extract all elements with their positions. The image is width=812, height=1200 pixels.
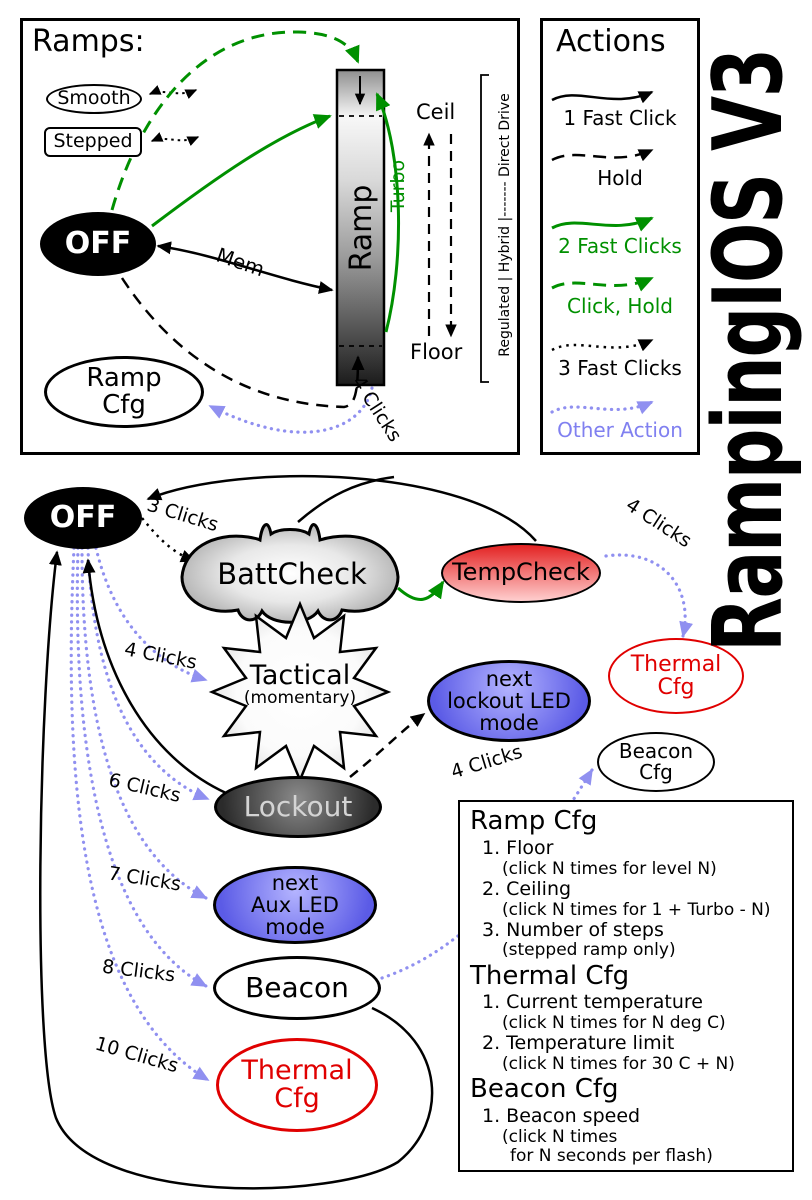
cfg-beacon-item1: 1. Beacon speed [482,1105,641,1128]
cfg-thermal-title: Thermal Cfg [470,960,630,991]
starburst-shape [208,600,392,784]
legend-label-other-action: Other Action [557,418,683,442]
cfg-ramp-title: Ramp Cfg [470,806,598,836]
turbo-label: Turbo [387,159,409,213]
thermal-cfg-node-right: Thermal Cfg [608,638,744,714]
ceil-label: Ceil [416,100,456,124]
cfg-thermal-item1-sub: (click N times for N deg C) [502,1013,726,1034]
cfg-ramp-item1-sub: (click N times for level N) [502,858,717,879]
app-title-text: RampingIOS V3 [694,49,804,652]
arrow-battcheck-to-tempcheck [396,580,445,601]
floor-label: Floor [410,340,463,364]
arrow-lockout-to-next-lockout-led [349,713,426,778]
legend-arrow-hold [551,148,654,162]
arrow-battcheck-to-off-branch [297,475,395,523]
cfg-ramp-item2: 2. Ceiling [482,877,572,900]
beacon-cfg-line2: Cfg [639,760,673,784]
cfg-beacon-title: Beacon Cfg [470,1074,619,1105]
drive-axis-label: Regulated | Hybrid |------- Direct Drive [497,93,513,357]
ramps-title: Ramps: [32,24,145,59]
ramp-cfg-line2: Cfg [102,390,146,420]
next-lockout-line2: lockout LED [447,688,571,713]
legend-label-1-fast-click: 1 Fast Click [563,106,677,130]
legend-label-2-fast-clicks: 2 Fast Clicks [558,234,682,258]
tempcheck-label: TempCheck [452,558,590,587]
arrow-4clicks-ramp-to-rampcfg [208,386,374,434]
arrow-turbo-curve [375,92,401,333]
legend-arrow-other-action [550,400,654,415]
arrow-7clicks-off-to-aux-led [80,546,208,900]
next-aux-line1: next [271,870,319,895]
next-lockout-line3: mode [479,711,539,736]
arrow-2fast-off-to-ramp [151,114,332,228]
arrow-4clicks-off-to-tactical [94,546,208,683]
arrow-tempcheck-to-off [146,474,537,542]
cfg-beacon-item1-sub2: for N seconds per flash) [510,1145,713,1166]
arrow-lockout-to-off [82,558,227,795]
arrow-8clicks-off-to-beacon [75,546,208,988]
actions-title: Actions [556,24,666,59]
tactical-label: Tactical (momentary) [222,660,378,709]
legend-arrow-3-fast-clicks [551,338,654,352]
ramp-bar [335,68,386,387]
cfg-ramp-item2-sub: (click N times for 1 + Turbo - N) [502,899,771,920]
thermal-cfg-right-line1: Thermal [630,651,722,677]
arrow-10clicks-off-to-thermalcfg [69,546,210,1082]
ramp-bar-label: Ramp [344,185,379,272]
config-reference-box: Ramp Cfg 1. Floor (click N times for lev… [458,800,794,1172]
off-label-top: OFF [64,226,132,262]
cfg-beacon-item1-sub1: (click N times [502,1126,618,1147]
next-lockout-line1: next [485,666,533,691]
beacon-label: Beacon [245,971,349,1005]
stepped-label: Stepped [53,130,133,153]
legend-arrow-1-fast-click [551,90,654,104]
thermal-cfg-node-bottom: Thermal Cfg [216,1038,378,1132]
next-aux-line2: Aux LED [251,892,339,917]
arrow-mem-off-ramp [156,241,334,294]
arrow-return-loop-to-off [39,550,434,1190]
thermal-cfg-right-line2: Cfg [657,675,695,700]
arrow-4clicks-tempcheck-to-thermalcfg [604,553,693,638]
cfg-ramp-item3: 3. Number of steps [482,918,664,941]
app-title: RampingIOS V3 [694,2,804,652]
cfg-thermal-item2-sub: (click N times for 30 C + N) [502,1054,735,1075]
smooth-node: Smooth [46,84,142,114]
ramp-cfg-line1: Ramp [86,362,162,393]
thermal-cfg-bottom-line1: Thermal [241,1054,353,1086]
cfg-ramp-item1: 1. Floor [482,836,554,859]
legend-label-hold: Hold [597,166,643,190]
beacon-cfg-node: Beacon Cfg [597,732,715,792]
smooth-label: Smooth [57,87,131,110]
thermal-cfg-bottom-line2: Cfg [274,1083,320,1114]
cfg-ramp-item3-sub: (stepped ramp only) [502,940,676,961]
ramp-cfg-node: Ramp Cfg [44,356,204,428]
stepped-node: Stepped [44,127,142,157]
tactical-line1: Tactical [249,660,351,691]
tactical-line2: (momentary) [243,688,357,709]
drive-axis-bracket [480,74,489,383]
cfg-thermal-item1: 1. Current temperature [482,991,703,1014]
next-aux-led-node: next Aux LED mode [213,866,377,944]
cfg-thermal-item2: 2. Temperature limit [482,1032,675,1055]
beacon-node: Beacon [213,956,381,1020]
battcheck-label: BattCheck [217,557,367,591]
lockout-label: Lockout [243,790,353,824]
lockout-node: Lockout [214,776,382,838]
tempcheck-node: TempCheck [441,543,601,603]
next-lockout-led-node: next lockout LED mode [427,660,591,742]
arrow-stepped-toggle [150,132,200,146]
next-aux-line3: mode [265,915,325,940]
legend-label-3-fast-clicks: 3 Fast Clicks [558,356,682,380]
legend-arrow-click-hold [551,276,654,292]
batman-shape [180,523,400,624]
arrow-hold-off-to-floor [120,277,365,409]
off-node-main: OFF [24,487,142,549]
beacon-cfg-line1: Beacon [618,739,694,763]
actions-legend-box [540,18,700,455]
legend-label-click-hold: Click, Hold [567,294,673,318]
off-label-main: OFF [49,500,117,536]
off-node-top: OFF [40,212,156,276]
legend-arrow-2-fast-clicks [551,216,654,232]
